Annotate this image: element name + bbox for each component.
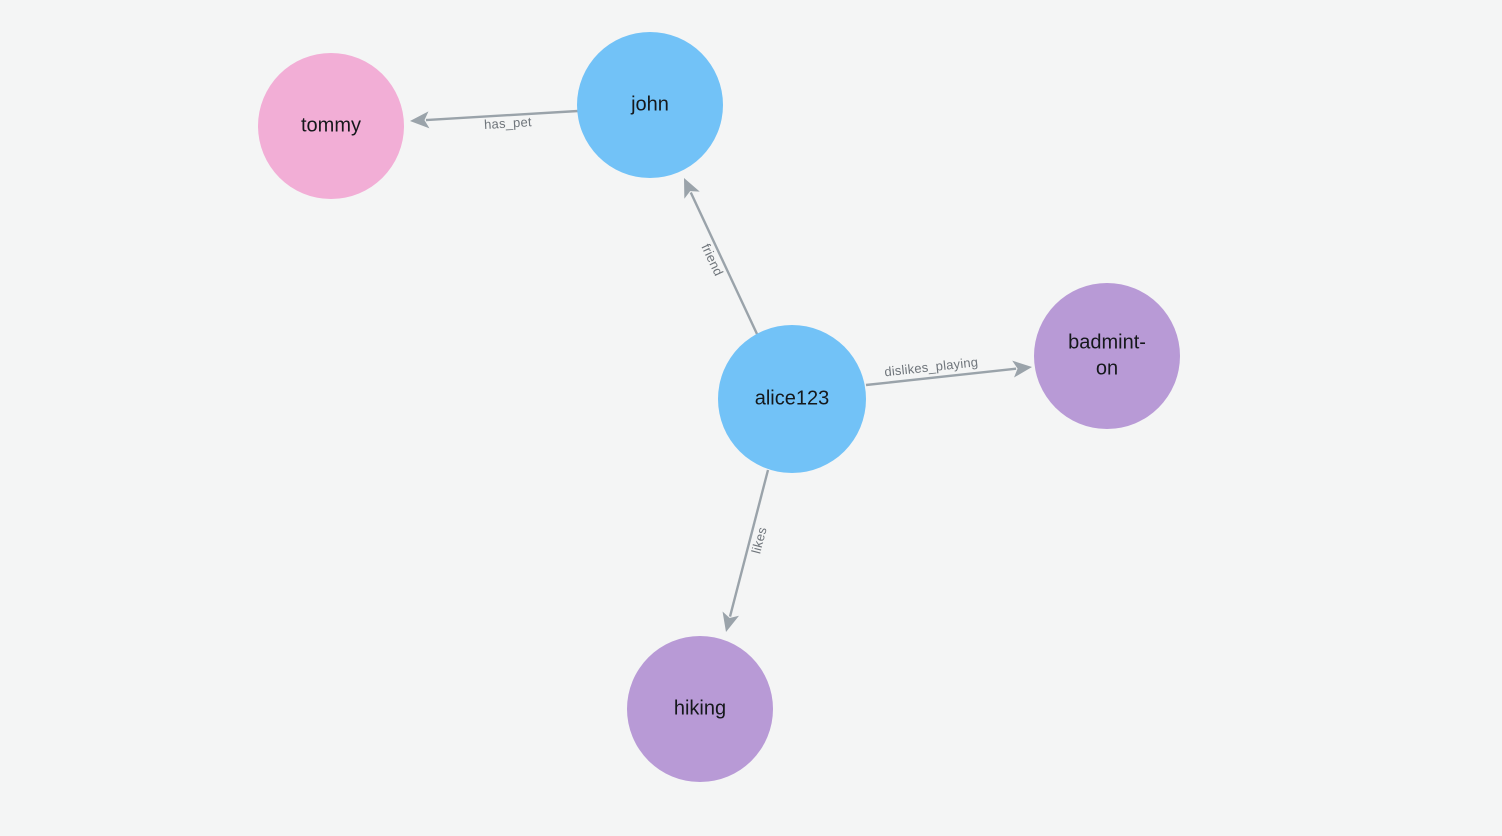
edge-label: likes [748, 525, 769, 555]
node-label: john [630, 93, 669, 115]
node-label: on [1096, 357, 1118, 379]
edge-arrowhead [684, 178, 700, 199]
graph-edge[interactable]: friend [684, 178, 759, 335]
graph-node-hiking[interactable]: hiking [627, 636, 773, 782]
edge-line [865, 367, 1017, 387]
node-circle[interactable] [1034, 283, 1180, 429]
node-circle[interactable] [718, 325, 866, 473]
node-label: tommy [301, 114, 361, 136]
node-label: alice123 [755, 387, 830, 409]
edge-label: dislikes_playing [884, 354, 979, 379]
node-label: hiking [674, 697, 726, 719]
graph-edge[interactable]: likes [722, 469, 770, 632]
node-circle[interactable] [627, 636, 773, 782]
graph-node-tommy[interactable]: tommy [258, 53, 404, 199]
node-circle[interactable] [258, 53, 404, 199]
edge-arrowhead [410, 111, 430, 129]
edge-label: has_pet [484, 114, 533, 132]
node-circle[interactable] [577, 32, 723, 178]
graph-node-alice123[interactable]: alice123 [718, 325, 866, 473]
edge-line [728, 469, 770, 617]
edge-line [425, 109, 579, 122]
graph-node-john[interactable]: john [577, 32, 723, 178]
graph-edge[interactable]: dislikes_playing [865, 354, 1032, 387]
edge-arrowhead [722, 611, 739, 632]
edge-line [689, 191, 759, 335]
graph-edge[interactable]: has_pet [410, 109, 579, 132]
edge-arrowhead [1012, 360, 1032, 378]
nodes-layer: tommy john alice123 badmint-on hiking [258, 32, 1180, 782]
node-label: badmint- [1068, 331, 1146, 353]
graph-node-badminton[interactable]: badmint-on [1034, 283, 1180, 429]
